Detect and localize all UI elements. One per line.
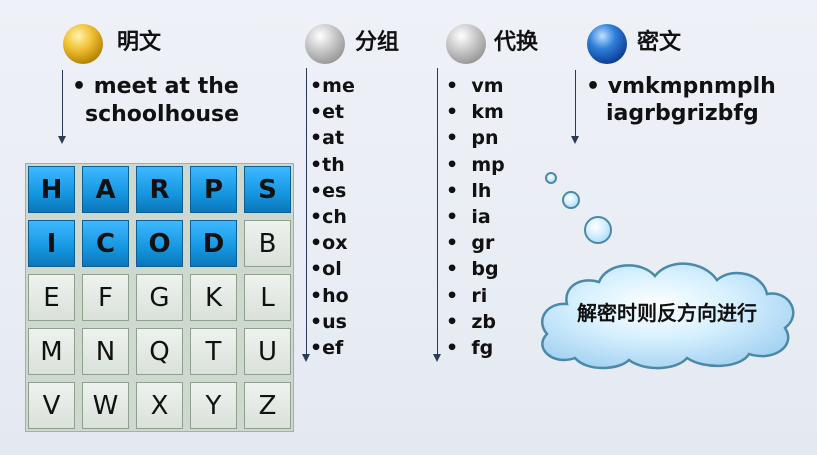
group-item: •ol xyxy=(310,258,342,281)
group-ball-icon xyxy=(305,24,345,64)
grid-cell-x: X xyxy=(136,382,183,429)
grid-cell-s: S xyxy=(244,166,291,213)
cloud-callout: 解密时则反方向进行 xyxy=(527,252,807,372)
group-item: •us xyxy=(310,310,347,333)
substitute-bullet: • xyxy=(446,206,472,229)
cloud-text: 解密时则反方向进行 xyxy=(577,301,757,325)
grid-cell-i: I xyxy=(28,220,75,267)
ciphertext-line1: vmkmpnmplh xyxy=(607,74,776,99)
substitute-bullet: • xyxy=(446,101,472,124)
substitute-item: • fg xyxy=(446,337,494,360)
grid-cell-o: O xyxy=(136,220,183,267)
substitute-item: • gr xyxy=(446,232,495,255)
substitute-bullet: • xyxy=(446,127,472,150)
grid-cell-b: B xyxy=(244,220,291,267)
grid-cell-d: D xyxy=(190,220,237,267)
thought-bubble-small xyxy=(545,172,557,184)
ciphertext-line2: iagrbgrizbfg xyxy=(606,101,759,126)
grid-cell-p: P xyxy=(190,166,237,213)
substitute-ball-icon xyxy=(446,24,486,64)
grid-cell-g: G xyxy=(136,274,183,321)
grid-cell-v: V xyxy=(28,382,75,429)
group-item: •th xyxy=(310,153,345,176)
grid-cell-e: E xyxy=(28,274,75,321)
substitute-bullet: • xyxy=(446,232,472,255)
plaintext-ball-icon xyxy=(63,24,103,64)
grid-cell-h: H xyxy=(28,166,75,213)
group-item: •et xyxy=(310,101,345,124)
grid-cell-t: T xyxy=(190,328,237,375)
substitute-item: • zb xyxy=(446,310,497,333)
substitute-item: • bg xyxy=(446,258,499,281)
grid-cell-w: W xyxy=(82,382,129,429)
ciphertext-header: 密文 xyxy=(637,30,682,55)
substitute-header: 代换 xyxy=(494,30,539,55)
cloud-shape xyxy=(541,262,795,370)
grid-cell-q: Q xyxy=(136,328,183,375)
group-item: •ch xyxy=(310,206,347,229)
substitute-bullet: • xyxy=(446,153,472,176)
plaintext-line1: meet at the xyxy=(93,74,239,99)
group-item: •ox xyxy=(310,232,348,255)
substitute-item: • mp xyxy=(446,153,505,176)
grid-cell-c: C xyxy=(82,220,129,267)
group-list: •me •et •at •th •es •ch •ox •ol •ho •us •ef xyxy=(310,73,355,361)
substitute-list: • vm • km • pn • mp • lh • ia • gr • bg • ri • zb… xyxy=(446,73,505,361)
grid-cell-r: R xyxy=(136,166,183,213)
substitute-item: • km xyxy=(446,101,504,124)
plaintext-text: • meet at the schoolhouse xyxy=(72,73,239,129)
plaintext-line2: schoolhouse xyxy=(85,102,240,127)
plaintext-arrow-line xyxy=(62,70,63,136)
grid-cell-y: Y xyxy=(190,382,237,429)
group-item: •ho xyxy=(310,284,349,307)
grid-cell-z: Z xyxy=(244,382,291,429)
grid-cell-l: L xyxy=(244,274,291,321)
group-header: 分组 xyxy=(355,30,400,55)
plaintext-arrow-icon xyxy=(58,136,66,144)
grid-cell-n: N xyxy=(82,328,129,375)
ciphertext-arrow-icon xyxy=(571,136,579,144)
substitute-bullet: • xyxy=(446,310,472,333)
substitute-bullet: • xyxy=(446,75,472,97)
grid-cell-a: A xyxy=(82,166,129,213)
group-arrow-icon xyxy=(302,354,310,362)
plaintext-bullet: • xyxy=(72,74,87,99)
substitute-item: • lh xyxy=(446,179,492,202)
substitute-arrow-icon xyxy=(433,354,441,362)
substitute-item: • vm xyxy=(446,75,504,97)
substitute-bullet: • xyxy=(446,179,472,202)
substitute-item: • ri xyxy=(446,284,488,307)
substitute-bullet: • xyxy=(446,258,472,281)
substitute-item: • pn xyxy=(446,127,499,150)
substitute-bullet: • xyxy=(446,337,472,360)
ciphertext-arrow-line xyxy=(575,70,576,136)
thought-bubble-large xyxy=(584,216,612,244)
grid-cell-u: U xyxy=(244,328,291,375)
grid-cell-m: M xyxy=(28,328,75,375)
substitute-arrow-line xyxy=(437,68,438,354)
thought-bubble-medium xyxy=(562,191,580,209)
plaintext-header: 明文 xyxy=(117,30,162,55)
ciphertext-ball-icon xyxy=(587,24,627,64)
group-item: •es xyxy=(310,179,347,202)
grid-cell-f: F xyxy=(82,274,129,321)
group-item: •at xyxy=(310,127,345,150)
ciphertext-bullet: • xyxy=(586,74,601,99)
substitute-bullet: • xyxy=(446,284,472,307)
group-item: •ef xyxy=(310,337,344,360)
substitute-item: • ia xyxy=(446,206,491,229)
ciphertext-text: • vmkmpnmplh iagrbgrizbfg xyxy=(586,73,776,127)
group-item: •me xyxy=(310,75,355,97)
group-arrow-line xyxy=(306,68,307,354)
grid-cell-k: K xyxy=(190,274,237,321)
